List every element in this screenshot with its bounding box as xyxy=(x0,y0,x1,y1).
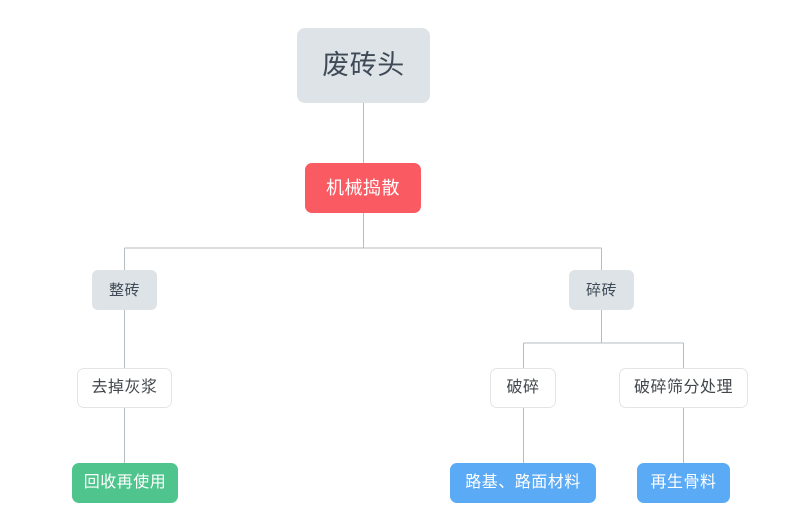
node-recycle-and-reuse[interactable]: 回收再使用 xyxy=(72,463,178,503)
node-label: 路基、路面材料 xyxy=(465,474,581,491)
node-whole-brick[interactable]: 整砖 xyxy=(92,270,157,310)
node-label: 再生骨料 xyxy=(650,474,717,491)
node-remove-mortar[interactable]: 去掉灰浆 xyxy=(77,368,172,408)
node-crush-and-screen[interactable]: 破碎筛分处理 xyxy=(619,368,748,408)
node-label: 破碎 xyxy=(506,379,540,396)
node-waste-brick[interactable]: 废砖头 xyxy=(297,28,430,103)
node-label: 破碎筛分处理 xyxy=(633,379,733,396)
node-mechanical-breakup[interactable]: 机械捣散 xyxy=(305,163,421,213)
node-label: 碎砖 xyxy=(585,281,617,299)
node-crush[interactable]: 破碎 xyxy=(490,368,556,408)
node-label: 去掉灰浆 xyxy=(91,379,158,396)
node-broken-brick[interactable]: 碎砖 xyxy=(569,270,634,310)
node-label: 整砖 xyxy=(108,281,140,299)
node-label: 废砖头 xyxy=(322,50,405,80)
node-label: 回收再使用 xyxy=(83,474,167,491)
node-recycled-aggregate[interactable]: 再生骨料 xyxy=(637,463,730,503)
node-label: 机械捣散 xyxy=(326,178,400,198)
node-roadbed-and-pavement-material[interactable]: 路基、路面材料 xyxy=(450,463,596,503)
